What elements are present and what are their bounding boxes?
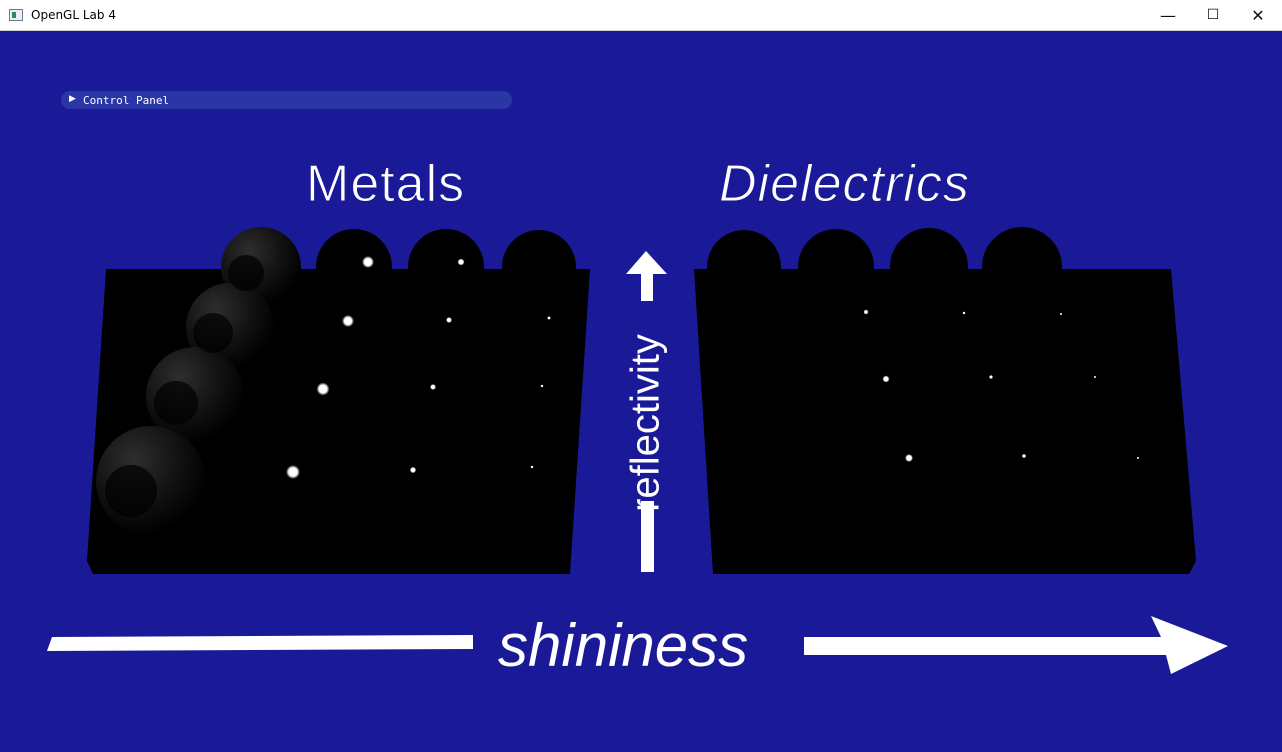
metals-group	[87, 227, 590, 574]
specular-highlight	[962, 311, 966, 315]
window-titlebar[interactable]: OpenGL Lab 4 — ☐ ✕	[0, 0, 1282, 31]
metal-sphere-shadow	[193, 313, 233, 353]
dielectric-sphere	[798, 229, 874, 305]
specular-highlight	[362, 256, 374, 268]
metal-sphere	[316, 229, 392, 305]
scene-render	[47, 227, 1228, 674]
metal-sphere	[408, 229, 484, 305]
shininess-label: shininess	[498, 612, 749, 679]
specular-highlight	[316, 382, 330, 396]
specular-highlight	[446, 317, 452, 323]
window-title: OpenGL Lab 4	[31, 8, 116, 22]
metal-sphere	[502, 230, 576, 304]
metal-sphere-shadow	[105, 465, 157, 517]
specular-highlight	[882, 375, 890, 383]
opengl-viewport[interactable]: ▶ Control Panel Metals Dielectrics refle…	[1, 31, 1281, 751]
dielectrics-group	[694, 227, 1196, 574]
specular-highlight	[1059, 312, 1063, 316]
close-button[interactable]: ✕	[1251, 6, 1265, 25]
metals-heading: Metals	[305, 155, 466, 214]
specular-highlight	[1093, 375, 1097, 379]
specular-highlight	[1136, 456, 1140, 460]
specular-highlight	[430, 384, 436, 390]
dielectric-sphere	[890, 228, 968, 306]
dielectric-sphere	[707, 230, 781, 304]
expand-arrow-icon[interactable]: ▶	[69, 94, 76, 104]
specular-highlight	[457, 258, 465, 266]
specular-highlight	[342, 315, 354, 327]
metal-sphere-shadow	[154, 381, 198, 425]
metal-sphere-shadow	[228, 255, 264, 291]
app-icon	[9, 9, 23, 21]
dielectric-sphere	[1039, 347, 1137, 445]
specular-highlight	[863, 309, 869, 315]
control-panel-header[interactable]: ▶ Control Panel	[61, 91, 512, 109]
specular-highlight	[530, 465, 534, 469]
specular-highlight	[547, 316, 551, 320]
shininess-arrow	[47, 616, 1228, 674]
specular-highlight	[989, 375, 993, 379]
specular-highlight	[905, 454, 913, 462]
specular-highlight	[286, 465, 300, 479]
dielectric-sphere	[1077, 428, 1187, 538]
control-panel-label: Control Panel	[83, 94, 170, 107]
reflectivity-arrow	[626, 251, 667, 572]
specular-highlight	[540, 384, 544, 388]
minimize-button[interactable]: —	[1160, 6, 1176, 25]
specular-highlight	[409, 466, 417, 474]
reflectivity-label: reflectivity	[623, 334, 668, 512]
specular-highlight	[1021, 453, 1027, 459]
dielectrics-heading: Dielectrics	[719, 155, 970, 214]
maximize-button[interactable]: ☐	[1206, 7, 1220, 23]
